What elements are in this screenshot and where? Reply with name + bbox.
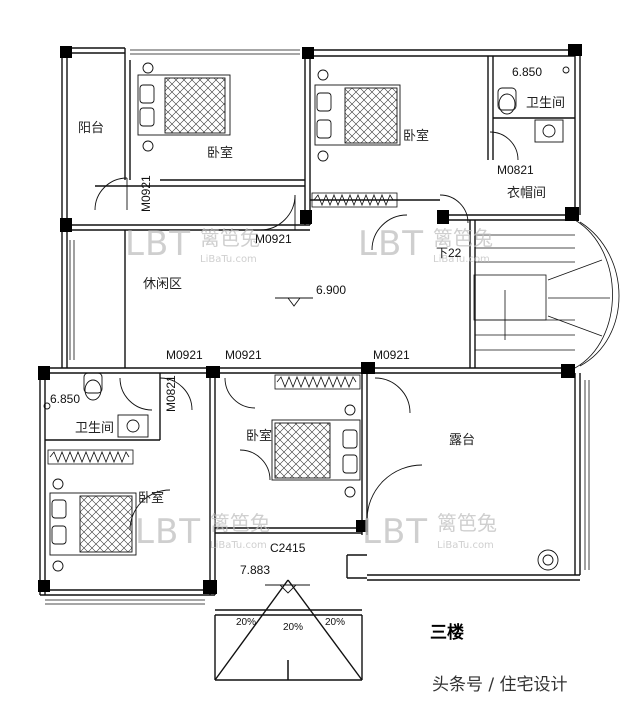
window-code-c2415: C2415 (270, 541, 306, 555)
slope-right: 20% (325, 617, 345, 628)
doors (94, 131, 519, 531)
watermark-cn: 篱笆兔 (433, 226, 493, 250)
room-label-bedroom-tl: 卧室 (207, 145, 233, 161)
room-label-closet: 衣帽间 (507, 185, 546, 201)
watermark-cn: 篱笆兔 (210, 511, 270, 535)
room-label-terrace: 露台 (449, 433, 475, 448)
room-label-lounge: 休闲区 (143, 277, 182, 292)
elevation-entry: 7.883 (240, 563, 270, 577)
fixtures (83, 87, 564, 571)
watermark-top-left: LBT 篱笆兔 LiBaTu.com (125, 224, 260, 265)
watermark-brand: LBT (135, 512, 201, 552)
elevation-markers (43, 66, 570, 594)
author-credit: 头条号 / 住宅设计 (432, 675, 568, 695)
door-code-m0821-vertical: M0821 (164, 375, 178, 412)
room-label-bedroom-tm: 卧室 (403, 128, 429, 144)
room-label-bath-bl: 卫生间 (75, 421, 114, 436)
elevation-lounge: 6.900 (316, 283, 346, 297)
windows (45, 49, 590, 605)
watermark-cn: 篱笆兔 (437, 511, 497, 535)
watermark-brand: LBT (125, 224, 191, 264)
columns (38, 44, 582, 594)
watermark-bottom-right: LBT 篱笆兔 LiBaTu.com (362, 511, 497, 552)
slope-left: 20% (236, 617, 256, 628)
watermark-url: LiBaTu.com (437, 540, 494, 551)
watermark-brand: LBT (362, 512, 428, 552)
door-code-m0921-b2: M0921 (225, 348, 262, 362)
watermark-cn: 篱笆兔 (200, 226, 260, 250)
walls (39, 47, 581, 681)
room-label-bath-tr: 卫生间 (526, 96, 565, 111)
door-code-m0921-vertical: M0921 (139, 175, 153, 212)
door-code-m0921-b1: M0921 (166, 348, 203, 362)
staircase (473, 219, 620, 369)
slope-mid: 20% (283, 622, 303, 633)
watermark-top-right: LBT 篱笆兔 LiBaTu.com (358, 224, 493, 265)
stair-label-partial: 下22 (436, 246, 462, 260)
room-label-bedroom-bm: 卧室 (246, 428, 272, 444)
watermark-url: LiBaTu.com (433, 254, 490, 265)
door-code-m0921-top: M0921 (255, 232, 292, 246)
beds (49, 62, 401, 572)
watermark-url: LiBaTu.com (200, 254, 257, 265)
elevation-bath-tr: 6.850 (512, 65, 542, 79)
watermark-bottom-left: LBT 篱笆兔 LiBaTu.com (135, 511, 270, 552)
watermark-brand: LBT (358, 224, 424, 264)
watermark-url: LiBaTu.com (210, 540, 267, 551)
wardrobes (47, 192, 398, 465)
floor-label: 三楼 (430, 622, 464, 643)
door-code-m0921-b3: M0921 (373, 348, 410, 362)
room-label-bedroom-bl: 卧室 (138, 490, 164, 506)
room-label-balcony: 阳台 (78, 121, 104, 136)
door-code-m0821-top: M0821 (497, 163, 534, 177)
elevation-bath-bl: 6.850 (50, 392, 80, 406)
